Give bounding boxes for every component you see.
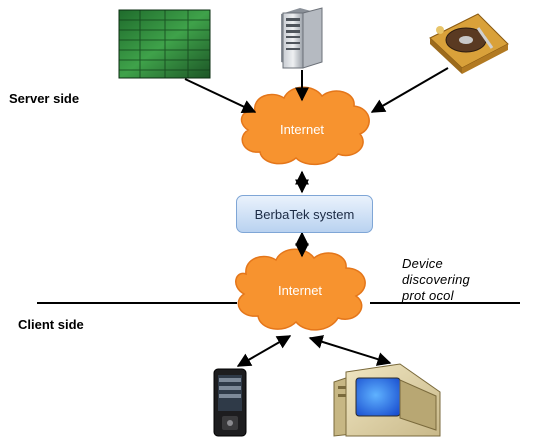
hard-drive-icon	[429, 13, 509, 74]
internet-label-top: Internet	[279, 122, 325, 137]
arrow-rack-to-internet	[184, 78, 257, 113]
desktop-computer-icon	[333, 363, 441, 437]
server-rack-photo	[118, 9, 211, 79]
berbatek-system-box: BerbaTek system	[236, 195, 373, 233]
arrow-drive-to-internet	[370, 67, 449, 113]
arrow-internet-to-pc	[308, 335, 392, 366]
tower-server-icon	[281, 7, 323, 69]
protocol-line-1: Device	[402, 256, 443, 271]
protocol-line-2: discovering	[402, 272, 470, 287]
connection-arrows	[184, 67, 449, 367]
mobile-phone-icon	[213, 368, 247, 437]
protocol-line-3: prot ocol	[402, 288, 454, 303]
arrow-internet-to-phone	[236, 335, 292, 367]
berbatek-system-label: BerbaTek system	[254, 206, 355, 222]
internet-cloud-bottom	[235, 248, 366, 331]
client-side-label: Client side	[18, 317, 84, 332]
protocol-annotation: Device discovering prot ocol	[402, 256, 470, 304]
internet-label-bottom: Internet	[277, 283, 323, 298]
server-side-label: Server side	[9, 91, 80, 106]
